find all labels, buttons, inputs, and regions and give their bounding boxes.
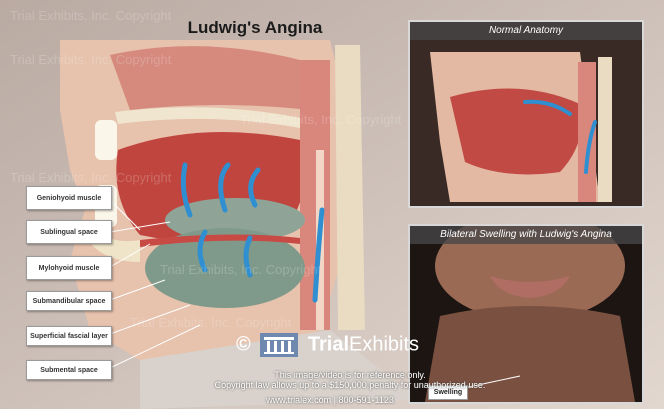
label-submental: Submental space bbox=[26, 360, 112, 380]
normal-spine bbox=[598, 57, 612, 202]
label-superficial-fascial: Superficial fascial layer bbox=[26, 326, 112, 346]
building-icon bbox=[260, 333, 298, 357]
trial-exhibits-logo: © TrialExhibits bbox=[236, 333, 446, 363]
normal-anatomy-panel: Normal Anatomy bbox=[408, 20, 644, 208]
copyright-symbol: © bbox=[236, 333, 251, 355]
normal-tongue bbox=[450, 88, 582, 174]
reference-notice: This image/video is for reference only. … bbox=[150, 370, 550, 390]
label-geniohyoid: Geniohyoid muscle bbox=[26, 186, 112, 210]
notice-line-1: This image/video is for reference only. bbox=[150, 370, 550, 380]
normal-anatomy-illustration bbox=[410, 22, 642, 206]
normal-anatomy-caption: Normal Anatomy bbox=[410, 22, 642, 40]
notice-line-2: Copyright law allows up to a $150,000 pe… bbox=[150, 380, 550, 390]
label-mylohyoid: Mylohyoid muscle bbox=[26, 256, 112, 280]
label-submandibular: Submandibular space bbox=[26, 291, 112, 311]
nasal-cavity bbox=[110, 46, 310, 110]
bilateral-swelling-caption: Bilateral Swelling with Ludwig's Angina bbox=[410, 226, 642, 244]
cervical-spine bbox=[335, 45, 365, 330]
footer-contact: www.trialex.com | 800-591-1123 bbox=[200, 395, 460, 405]
upper-teeth bbox=[95, 120, 117, 160]
brand-bold: Trial bbox=[308, 333, 349, 355]
brand-regular: Exhibits bbox=[349, 333, 419, 355]
label-sublingual: Sublingual space bbox=[26, 220, 112, 244]
page-title: Ludwig's Angina bbox=[150, 18, 360, 38]
